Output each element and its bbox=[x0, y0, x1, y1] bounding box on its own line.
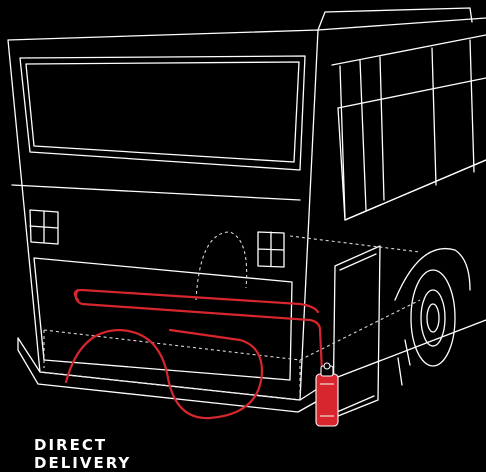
roof-sign bbox=[318, 8, 472, 30]
rear-upper-window bbox=[20, 56, 305, 170]
rear-small-window-left bbox=[30, 210, 58, 244]
wheel-arch bbox=[395, 249, 470, 300]
rear-wheel bbox=[411, 270, 455, 366]
caption-text: DIRECT DELIVERY bbox=[34, 436, 131, 472]
hidden-floor-outline bbox=[44, 300, 420, 360]
rear-bumper bbox=[18, 338, 328, 400]
roof-edge bbox=[318, 18, 486, 30]
gas-tank bbox=[316, 363, 338, 426]
bus-rear-frame bbox=[8, 30, 318, 400]
rear-small-window-right bbox=[258, 232, 284, 267]
caption-line-2: DELIVERY bbox=[34, 454, 131, 472]
caption-line-1: DIRECT bbox=[34, 436, 107, 454]
side-body bbox=[330, 160, 486, 380]
belt-line bbox=[12, 185, 300, 200]
hidden-wheel-arch bbox=[196, 232, 247, 300]
